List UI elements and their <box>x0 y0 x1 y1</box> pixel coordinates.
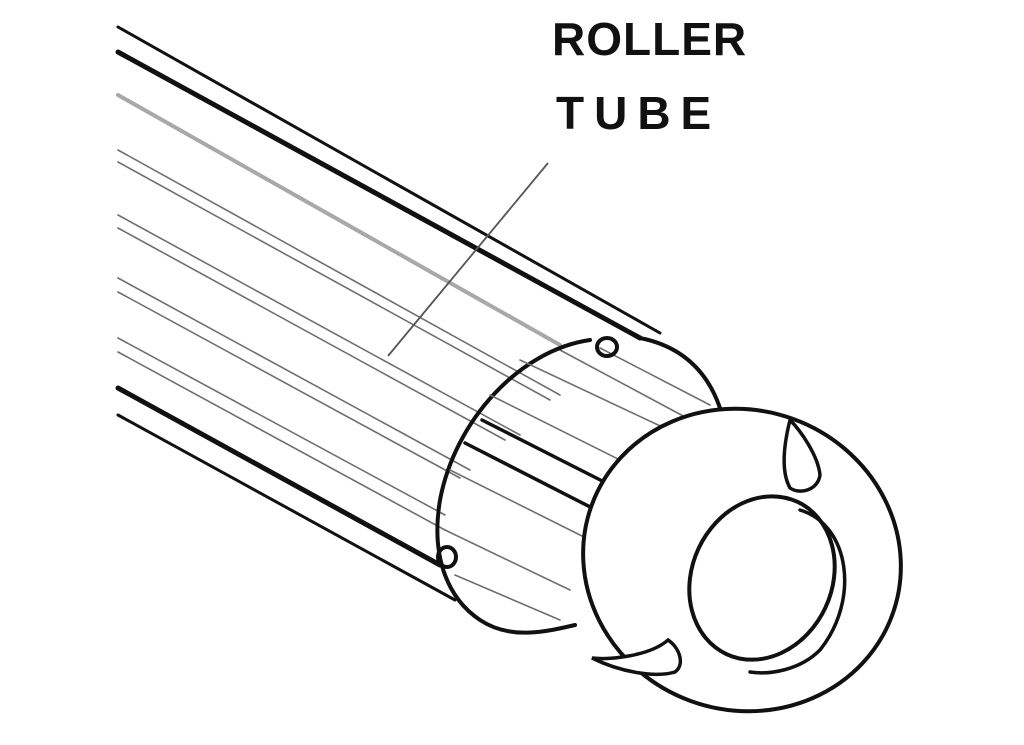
roller-tube-label-line1: ROLLER <box>552 13 748 65</box>
tube-body <box>115 25 722 602</box>
end-cap-flange <box>581 406 903 714</box>
plug-collar <box>435 336 691 635</box>
label-leader-line <box>387 162 549 357</box>
roller-tube-label-line2: TUBE <box>556 87 722 139</box>
